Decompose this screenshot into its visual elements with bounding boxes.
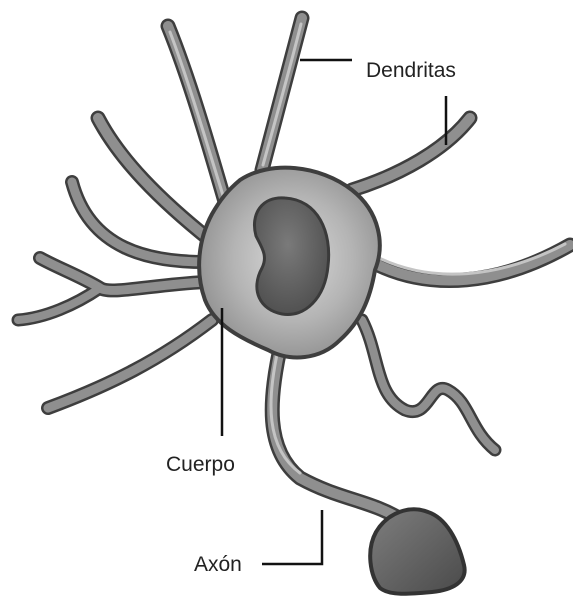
- dendrites-label: Dendritas: [366, 60, 456, 81]
- axon-terminal: [370, 509, 464, 593]
- cell-body-label: Cuerpo: [166, 454, 235, 475]
- nucleus: [254, 198, 328, 315]
- axon-label: Axón: [194, 554, 242, 575]
- leader-line-axon: [262, 510, 322, 564]
